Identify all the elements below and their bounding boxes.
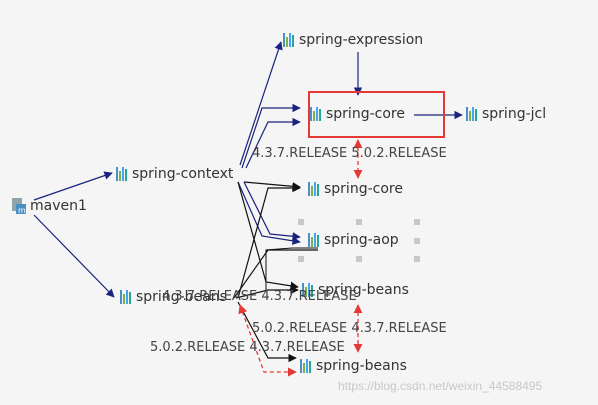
edge-context-aop-2 — [237, 181, 301, 245]
node-spring-aop[interactable]: spring-aop — [308, 232, 399, 248]
resize-handle[interactable] — [356, 256, 362, 262]
edge-context-core-conflict — [243, 181, 301, 191]
node-maven1[interactable]: m maven1 — [12, 198, 87, 215]
node-spring-core-selected[interactable]: spring-core — [310, 106, 405, 122]
node-label: spring-jcl — [482, 106, 547, 122]
edge-context-aop — [243, 181, 301, 241]
resize-handle[interactable] — [414, 219, 420, 225]
node-spring-beans-bottom[interactable]: spring-beans — [300, 358, 407, 374]
library-icon — [283, 33, 295, 47]
node-spring-expression[interactable]: spring-expression — [283, 32, 423, 48]
edge-beans-left-core — [237, 183, 301, 299]
resize-handle[interactable] — [414, 238, 420, 244]
library-icon — [310, 107, 322, 121]
conflict-edge-beans-bottom — [238, 304, 297, 377]
node-label: spring-beans — [316, 358, 407, 374]
conflict-label-beans-mid: 5.0.2.RELEASE 4.3.7.RELEASE — [252, 321, 447, 336]
library-icon — [120, 290, 132, 304]
edge-aop-beans — [265, 247, 318, 290]
watermark-text: https://blog.csdn.net/weixin_44588495 — [338, 379, 543, 393]
edge-maven1-spring-beans — [33, 214, 115, 298]
node-label: spring-expression — [299, 32, 424, 48]
library-icon — [308, 233, 320, 247]
node-label: spring-beans — [136, 289, 227, 305]
node-spring-context[interactable]: spring-context — [116, 166, 233, 182]
svg-text:m: m — [18, 206, 26, 214]
conflict-label-core: 4.3.7.RELEASE 5.0.2.RELEASE — [252, 146, 447, 161]
edge-context-beans — [237, 181, 299, 290]
node-label: spring-beans — [318, 282, 409, 298]
selection-highlight — [308, 91, 445, 138]
edge-maven1-spring-context — [33, 171, 113, 201]
node-spring-beans-left[interactable]: spring-beans — [120, 289, 227, 305]
node-label: spring-core — [324, 181, 403, 197]
edge-context-expression — [239, 41, 283, 166]
node-label: maven1 — [30, 198, 87, 214]
resize-handle[interactable] — [298, 219, 304, 225]
resize-handle[interactable] — [356, 219, 362, 225]
edge-context-core-2 — [245, 117, 301, 169]
node-label: spring-aop — [324, 232, 399, 248]
resize-handle[interactable] — [414, 256, 420, 262]
node-label: spring-context — [132, 166, 234, 182]
edge-context-core — [241, 103, 301, 169]
node-spring-core-conflict[interactable]: spring-core — [308, 181, 403, 197]
edge-beans-left-beans — [235, 285, 299, 299]
library-icon — [466, 107, 478, 121]
conflict-label-beans-bottom: 5.0.2.RELEASE 4.3.7.RELEASE — [150, 340, 345, 355]
library-icon — [302, 283, 314, 297]
library-icon — [116, 167, 128, 181]
resize-handle[interactable] — [298, 256, 304, 262]
node-spring-jcl[interactable]: spring-jcl — [466, 106, 546, 122]
library-icon — [308, 182, 320, 196]
maven-module-icon: m — [12, 198, 26, 215]
library-icon — [300, 359, 312, 373]
node-spring-beans-right[interactable]: spring-beans — [302, 282, 409, 298]
conflict-label-beans-left: 4.3.7.RELEASE 4.3.7.RELEASE — [162, 289, 357, 304]
node-label: spring-core — [326, 106, 405, 122]
